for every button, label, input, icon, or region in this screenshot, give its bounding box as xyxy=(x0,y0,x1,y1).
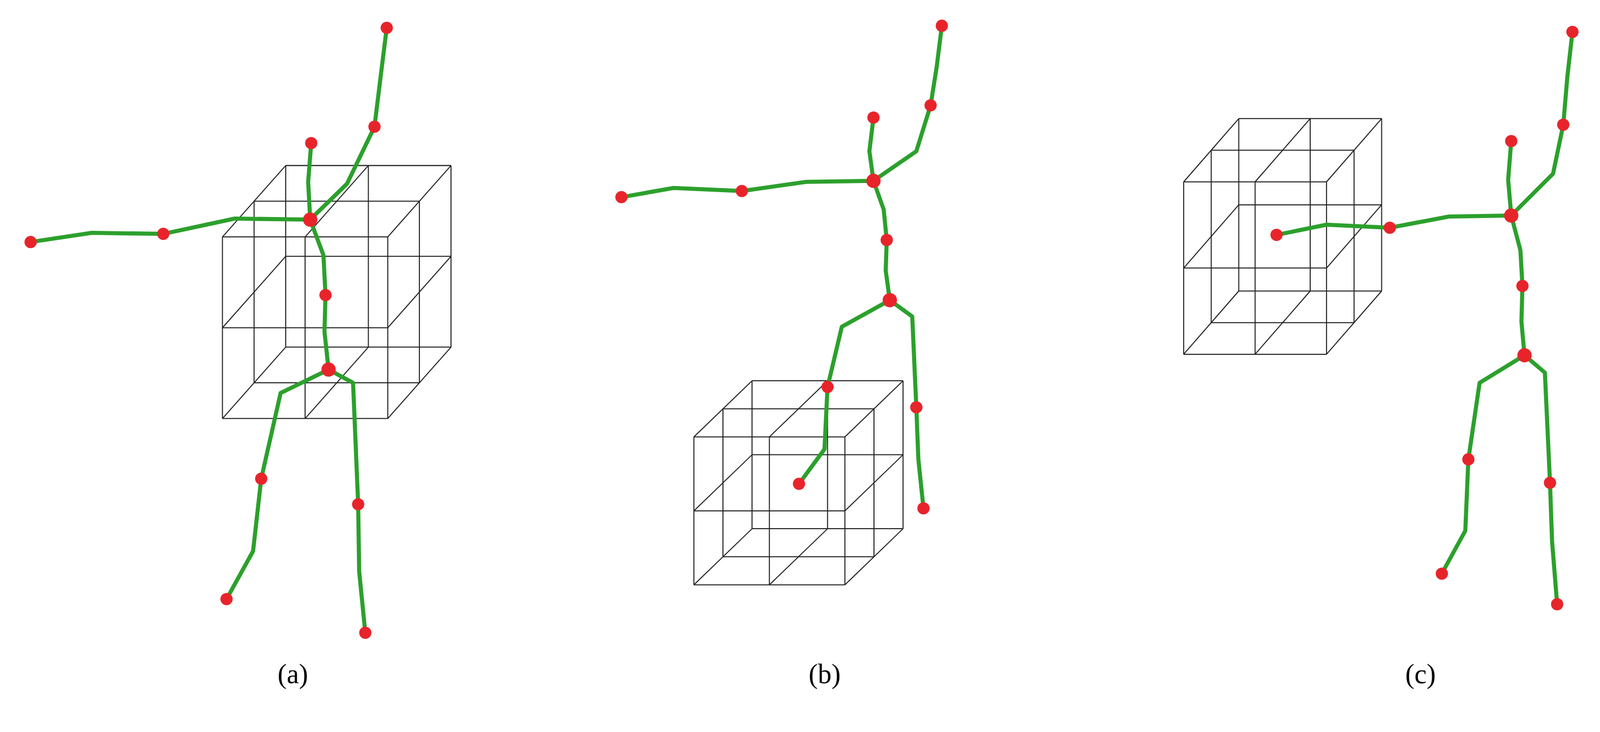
arm-bone xyxy=(310,27,387,220)
grid-line xyxy=(751,528,903,530)
panel-label: (a) xyxy=(277,658,309,690)
grid-line xyxy=(722,556,874,558)
grid-line xyxy=(285,346,451,348)
leg-bone xyxy=(328,369,366,633)
neck-bone xyxy=(308,142,312,220)
grid-line xyxy=(902,380,904,529)
grid-line xyxy=(450,165,452,348)
grid-line xyxy=(368,165,370,348)
panel-label: (b) xyxy=(808,658,841,690)
grid-line xyxy=(844,455,903,511)
grid-line xyxy=(304,236,306,419)
arm-bone xyxy=(30,218,311,243)
arm-bone xyxy=(1511,32,1573,216)
grid-line xyxy=(387,347,451,419)
grid-line xyxy=(1211,322,1354,324)
skeleton-joints xyxy=(24,19,1579,640)
leg-bone xyxy=(889,300,924,509)
grid-line xyxy=(1239,290,1382,292)
neck-bone xyxy=(1507,140,1512,216)
grid-line xyxy=(1380,118,1382,291)
leg-bone xyxy=(798,300,890,485)
arm-bone xyxy=(1276,215,1512,235)
grid-line xyxy=(844,528,903,585)
grid-line xyxy=(222,417,388,419)
grid-line xyxy=(1183,204,1239,268)
grid-line xyxy=(1309,118,1311,291)
grid-line xyxy=(387,256,451,328)
grid-line xyxy=(1183,353,1327,355)
grid-line xyxy=(693,455,752,511)
voxel-grid-cubes xyxy=(222,118,1382,585)
leg-bone xyxy=(1441,355,1525,575)
neck-bone xyxy=(869,117,874,181)
grid-line xyxy=(1326,290,1382,354)
grid-line xyxy=(693,584,845,586)
arm-bone xyxy=(873,25,942,181)
grid-line xyxy=(1255,118,1311,182)
grid-line xyxy=(768,436,770,585)
grid-line xyxy=(254,382,420,384)
leg-bone xyxy=(226,369,329,600)
panel-label: (c) xyxy=(1405,658,1436,690)
grid-line xyxy=(769,380,828,437)
grid-line xyxy=(222,256,286,328)
grid-line xyxy=(1326,204,1382,268)
arm-bone xyxy=(621,180,874,198)
skeleton-bones xyxy=(30,25,1573,633)
leg-bone xyxy=(1524,355,1557,605)
grid-line xyxy=(1254,182,1256,355)
